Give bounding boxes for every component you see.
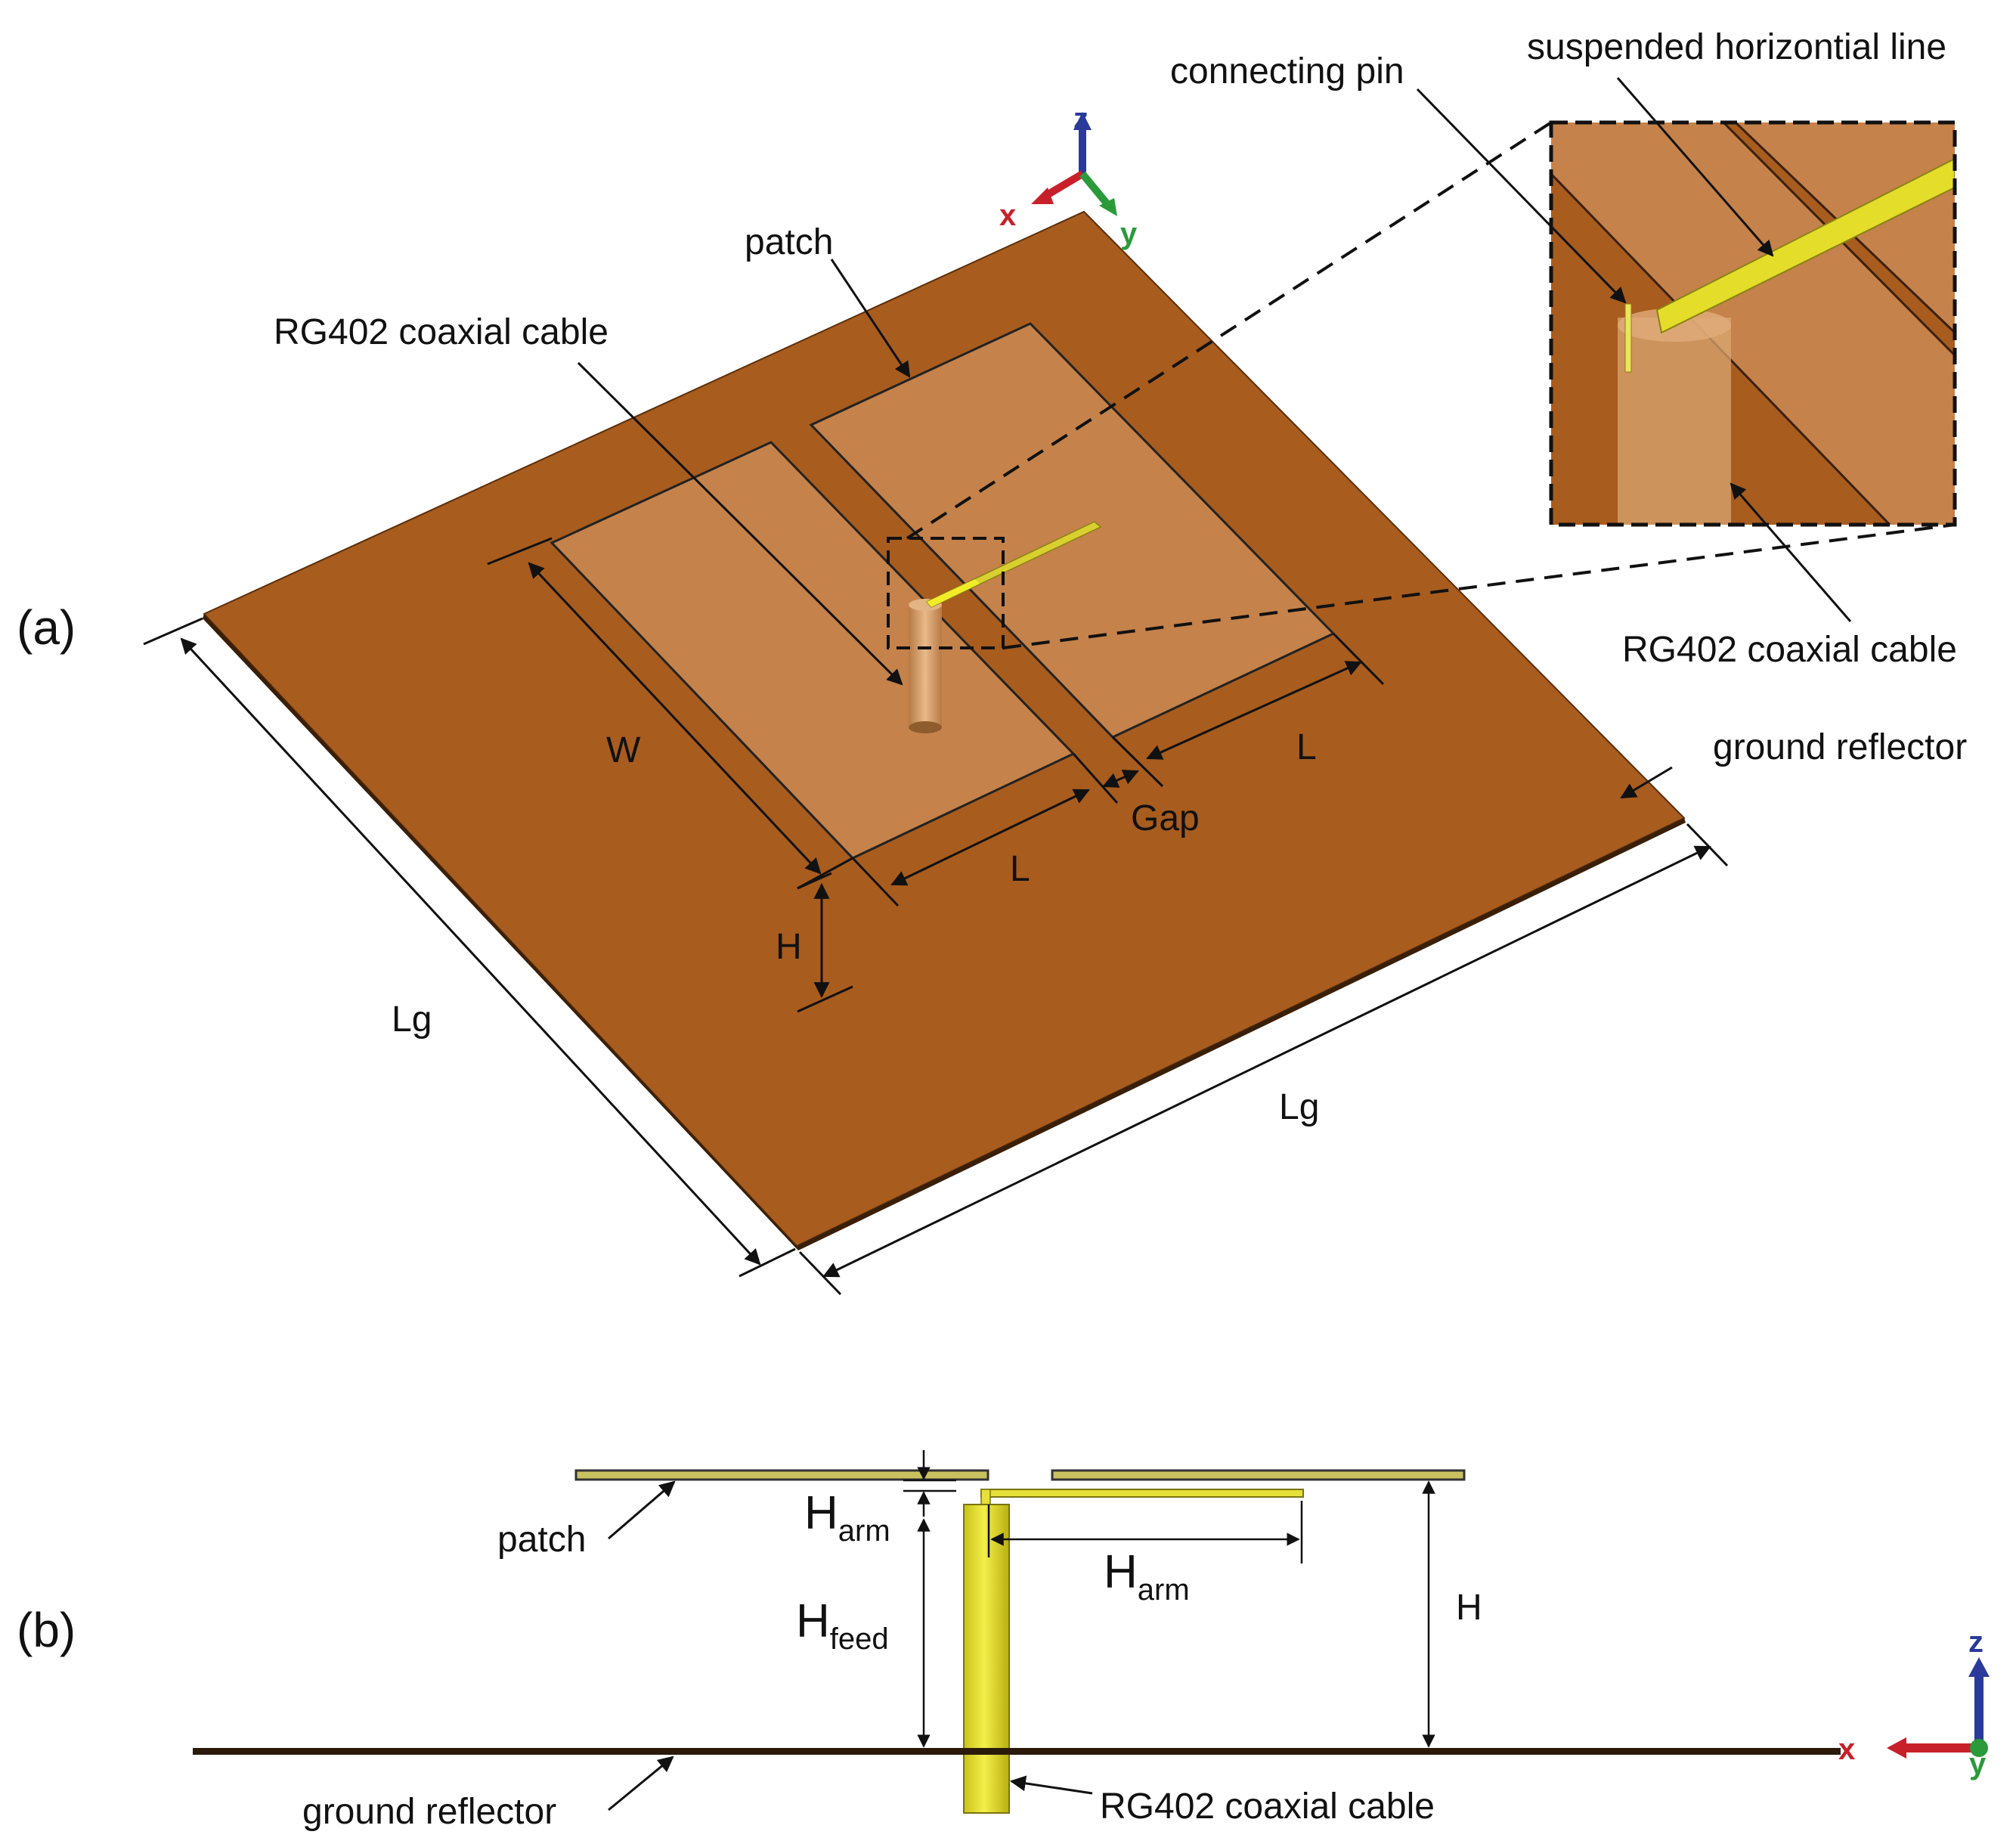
axes-triad-a: z x y xyxy=(999,102,1138,250)
label-patch: patch xyxy=(745,222,833,262)
dim-L-right-line xyxy=(1146,661,1362,760)
label-Lg-left: Lg xyxy=(392,999,432,1040)
label-ground-reflector-b: ground reflector xyxy=(302,1792,556,1832)
dim-Lg-left-ext1 xyxy=(143,617,203,646)
label-Hfeed: Hfeed xyxy=(796,1595,889,1656)
leader-suspended-line xyxy=(1616,77,1774,257)
label-Harm-small: Harm xyxy=(804,1487,890,1548)
panel-b-label: (b) xyxy=(17,1603,76,1657)
label-Harm-small-sub: arm xyxy=(838,1514,890,1548)
axis-y-label-a: y xyxy=(1120,217,1138,250)
dim-W-ext1 xyxy=(487,537,553,566)
patch-right-side xyxy=(1051,1469,1466,1481)
label-Harm-sub: arm xyxy=(1138,1573,1190,1607)
inset-connector-bottom xyxy=(1002,523,1956,649)
axis-y-label-b: y xyxy=(1969,1747,1987,1780)
inset-marker-box xyxy=(887,537,1005,649)
dim-L-right-ext xyxy=(1332,632,1385,686)
label-L-left: L xyxy=(1010,849,1030,889)
dim-L-left-ext2 xyxy=(1072,753,1119,804)
panel-b: (b) patch ground reflector RG402 coaxial… xyxy=(17,1450,1990,1832)
panel-a-label: (a) xyxy=(17,600,76,655)
arm-side xyxy=(980,1489,1304,1498)
label-H: H xyxy=(776,927,802,967)
label-Hfeed-sub: feed xyxy=(830,1622,889,1656)
label-coax-cable-inset: RG402 coaxial cable xyxy=(1622,630,1957,670)
label-Harm-small-main: H xyxy=(804,1487,838,1539)
coax-cable-3d xyxy=(909,599,942,733)
label-W: W xyxy=(606,730,641,770)
label-Lg-right: Lg xyxy=(1279,1087,1319,1127)
label-Harm: Harm xyxy=(1104,1546,1190,1607)
dim-gap-ext xyxy=(1111,736,1164,788)
dim-Lg-left-ext2 xyxy=(739,1247,796,1278)
leader-patch-b xyxy=(608,1480,676,1540)
leader-coax-cable xyxy=(577,361,903,686)
label-suspended-line: suspended horizontial line xyxy=(1527,27,1946,67)
dim-Lg-right-ext2 xyxy=(1686,823,1729,867)
label-Harm-main: H xyxy=(1104,1546,1138,1598)
dim-Lg-right-line xyxy=(822,845,1711,1278)
leader-ground-reflector xyxy=(1620,766,1673,799)
label-H-b: H xyxy=(1456,1588,1482,1628)
leader-coax-b xyxy=(1009,1775,1093,1795)
label-Hfeed-main: H xyxy=(796,1595,830,1647)
zoom-inset-frame xyxy=(1549,120,1957,527)
inset-connector-top xyxy=(906,121,1553,540)
axis-z-label-b: z xyxy=(1968,1625,1983,1659)
label-L-right: L xyxy=(1296,727,1317,767)
panel-a: (a) xyxy=(17,27,1967,1296)
label-connecting-pin: connecting pin xyxy=(1170,51,1404,91)
label-coax-cable-b: RG402 coaxial cable xyxy=(1100,1787,1435,1827)
leader-connecting-pin xyxy=(1416,88,1627,304)
dim-Lg-right-ext1 xyxy=(798,1250,842,1296)
zoom-inset xyxy=(1551,122,1955,525)
label-ground-reflector: ground reflector xyxy=(1713,727,1967,767)
axis-x-label-b: x xyxy=(1838,1733,1855,1766)
label-patch-b: patch xyxy=(497,1520,586,1560)
leader-coax-inset xyxy=(1730,482,1852,622)
dim-gap-line xyxy=(1102,770,1139,788)
axes-triad-b: z x y xyxy=(1838,1625,1990,1780)
ground-reflector-side xyxy=(193,1748,1841,1755)
label-gap: Gap xyxy=(1131,798,1200,838)
dim-Lg-left-line xyxy=(180,637,761,1266)
patch-left-side xyxy=(574,1469,989,1481)
label-coax-cable: RG402 coaxial cable xyxy=(274,312,609,352)
coax-side xyxy=(963,1504,1010,1814)
leader-patch xyxy=(830,259,911,378)
leader-ground-b xyxy=(608,1756,674,1811)
axis-x-label-a: x xyxy=(999,199,1016,232)
suspended-line-highlight xyxy=(927,579,980,607)
axis-z-label-a: z xyxy=(1073,102,1089,135)
